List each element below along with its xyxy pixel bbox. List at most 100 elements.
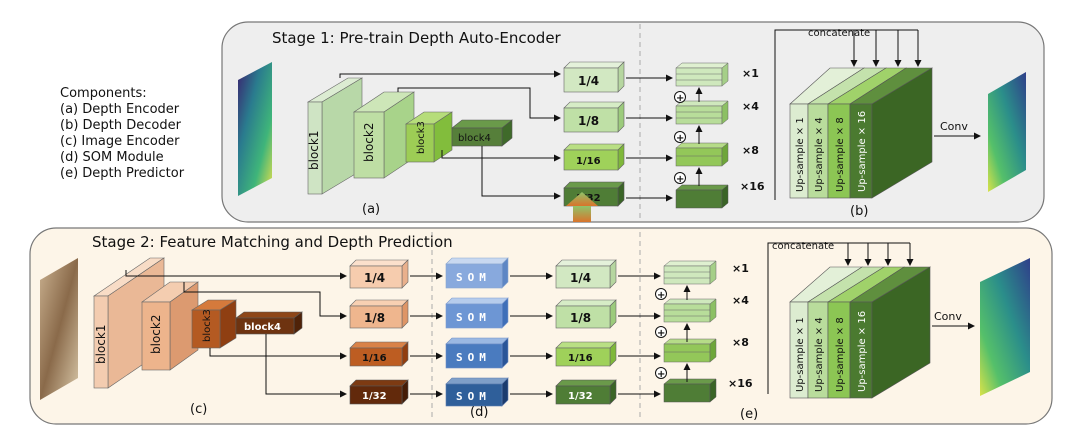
svg-text:Up-sample × 4: Up-sample × 4 bbox=[814, 317, 825, 392]
depth-encoder-block2-label: block2 bbox=[362, 123, 376, 162]
svg-text:Up-sample × 8: Up-sample × 8 bbox=[835, 117, 846, 192]
som-module-1: SOM bbox=[445, 257, 509, 289]
component-a: (a) Depth Encoder bbox=[60, 102, 180, 117]
s2-mult-x8: ×8 bbox=[732, 336, 749, 349]
component-b: (b) Depth Decoder bbox=[60, 118, 182, 133]
depth-encoder-block1 bbox=[307, 101, 323, 195]
s1-plus-1 bbox=[674, 91, 686, 103]
stage1-upsample: concatenate Up-sample × 1 Up-sample × 4 … bbox=[774, 28, 981, 200]
svg-text:1/16: 1/16 bbox=[568, 353, 593, 364]
component-e: (e) Depth Predictor bbox=[60, 166, 185, 181]
s2-stack-x1: ×1 bbox=[663, 260, 749, 285]
image-encoder-block1 bbox=[93, 295, 109, 389]
svg-text:SOM: SOM bbox=[456, 390, 491, 403]
depth-encoder-block3-label: block3 bbox=[416, 121, 427, 154]
stage1-output-depth-map bbox=[988, 72, 1026, 192]
matched-feature-1-32: 1/32 bbox=[555, 379, 617, 405]
svg-text:Up-sample × 8: Up-sample × 8 bbox=[835, 317, 846, 392]
svg-text:+: + bbox=[657, 290, 665, 301]
image-encoder-block2 bbox=[141, 301, 171, 371]
s2-stack-x16: ×16 bbox=[663, 377, 753, 403]
feature-1-4: 1/4 bbox=[563, 61, 625, 93]
image-encoder-block2-label: block2 bbox=[149, 315, 163, 354]
s1-mult-x1: ×1 bbox=[742, 67, 759, 80]
svg-text:Up-sample × 1: Up-sample × 1 bbox=[795, 117, 806, 192]
svg-text:1/8: 1/8 bbox=[364, 311, 385, 325]
svg-text:SOM: SOM bbox=[456, 351, 491, 364]
svg-text:1/4: 1/4 bbox=[570, 271, 591, 285]
label-d: (d) bbox=[470, 405, 488, 420]
som-modules: SOM SOM SOM SOM bbox=[410, 257, 509, 407]
s1-stack-x4: ×4 bbox=[675, 100, 759, 125]
s1-concat-label: concatenate bbox=[808, 28, 870, 39]
s2-mult-x4: ×4 bbox=[732, 294, 749, 307]
s2-mult-x1: ×1 bbox=[732, 262, 749, 275]
svg-text:1/4: 1/4 bbox=[364, 271, 385, 285]
s1-stack-x8: ×8 bbox=[675, 142, 759, 167]
label-a: (a) bbox=[362, 202, 380, 217]
s1-mult-x16: ×16 bbox=[740, 180, 765, 193]
depth-encoder: block1 block2 block3 block4 bbox=[306, 77, 513, 195]
depth-encoder-block3 bbox=[405, 123, 435, 163]
s1-mult-x4: ×4 bbox=[742, 100, 759, 113]
svg-text:1/16: 1/16 bbox=[362, 353, 387, 364]
svg-text:1/32: 1/32 bbox=[568, 391, 593, 402]
svg-text:+: + bbox=[657, 328, 665, 339]
s2-plus-2 bbox=[655, 326, 667, 338]
svg-text:Up-sample × 1: Up-sample × 1 bbox=[795, 317, 806, 392]
stage-transition-arrow bbox=[566, 192, 598, 222]
stage1-decoder-stacks: ×1 ×4 ×8 ×16 + + + bbox=[626, 62, 765, 209]
s1-stack-x1: ×1 bbox=[675, 62, 759, 87]
s1-plus-2 bbox=[674, 131, 686, 143]
svg-text:1/32: 1/32 bbox=[362, 391, 387, 402]
stage2-output-depth-map bbox=[980, 258, 1030, 396]
stage2-upsample: concatenate Up-sample × 1 Up-sample × 4 … bbox=[767, 241, 975, 399]
matched-feature-1-16: 1/16 bbox=[555, 341, 617, 367]
image-encoder: block1 block2 block3 block4 bbox=[93, 257, 303, 389]
s2-conv-label: Conv bbox=[934, 310, 962, 323]
label-b: (b) bbox=[850, 204, 868, 219]
depth-encoder-block4-label: block4 bbox=[458, 133, 491, 144]
matched-feature-1-4: 1/4 bbox=[555, 259, 617, 289]
s1-plus-3 bbox=[674, 172, 686, 184]
svg-text:SOM: SOM bbox=[456, 271, 491, 284]
depth-encoder-block1-label: block1 bbox=[307, 131, 321, 170]
svg-text:SOM: SOM bbox=[456, 311, 491, 324]
s1-mult-x8: ×8 bbox=[742, 144, 759, 157]
component-c: (c) Image Encoder bbox=[60, 134, 180, 149]
img-feature-1-32: 1/32 bbox=[349, 379, 409, 405]
svg-text:1/4: 1/4 bbox=[578, 74, 599, 88]
feature-1-8: 1/8 bbox=[563, 101, 625, 133]
s1-conv-label: Conv bbox=[940, 120, 968, 133]
s1-stack-x16: ×16 bbox=[675, 180, 765, 209]
s2-stack-x8: ×8 bbox=[663, 336, 749, 363]
svg-text:1/8: 1/8 bbox=[570, 311, 591, 325]
s2-mult-x16: ×16 bbox=[728, 377, 753, 390]
stage2-input-image bbox=[40, 258, 78, 400]
image-encoder-block4-label: block4 bbox=[244, 322, 281, 333]
img-feature-1-8: 1/8 bbox=[349, 299, 409, 329]
s2-plus-1 bbox=[655, 288, 667, 300]
s2-stack-x4: ×4 bbox=[663, 294, 749, 323]
image-encoder-block3 bbox=[191, 309, 221, 349]
s2-plus-3 bbox=[655, 367, 667, 379]
stage1-encoder-arrows bbox=[339, 70, 561, 200]
svg-text:Up-sample × 16: Up-sample × 16 bbox=[857, 111, 868, 192]
svg-text:1/8: 1/8 bbox=[578, 114, 599, 128]
svg-text:+: + bbox=[676, 133, 684, 144]
stage2-title: Stage 2: Feature Matching and Depth Pred… bbox=[92, 233, 453, 251]
matched-feature-1-8: 1/8 bbox=[555, 299, 617, 329]
som-module-2: SOM bbox=[445, 297, 509, 329]
stage2-encoder-arrows bbox=[125, 270, 347, 398]
stage2-image-features: 1/4 1/8 1/16 1/32 bbox=[349, 259, 409, 405]
image-encoder-block4 bbox=[235, 317, 295, 335]
image-encoder-block1-label: block1 bbox=[94, 325, 108, 364]
svg-text:+: + bbox=[676, 174, 684, 185]
component-d: (d) SOM Module bbox=[60, 150, 164, 165]
image-encoder-block3-label: block3 bbox=[202, 309, 213, 342]
stage2-decoder-stacks: ×1 ×4 ×8 ×16 + + + bbox=[618, 260, 753, 403]
depth-encoder-block4 bbox=[451, 127, 503, 147]
stage2-matched-features: 1/4 1/8 1/16 1/32 bbox=[510, 259, 617, 405]
components-title: Components: bbox=[60, 86, 147, 101]
